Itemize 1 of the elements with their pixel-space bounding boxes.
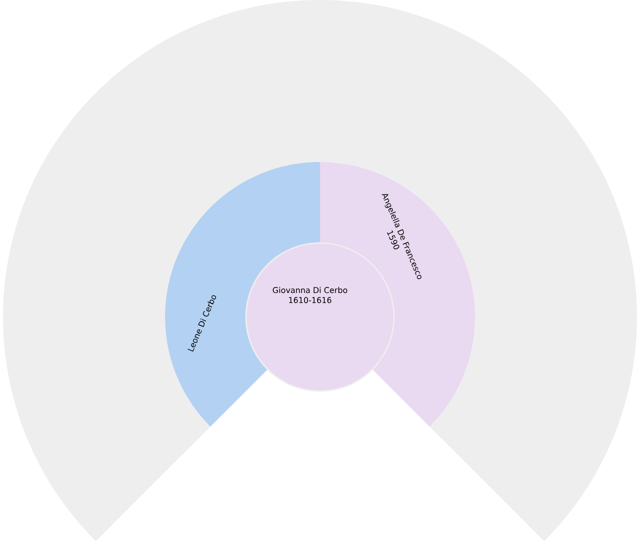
empty-ancestor-band xyxy=(3,0,637,542)
